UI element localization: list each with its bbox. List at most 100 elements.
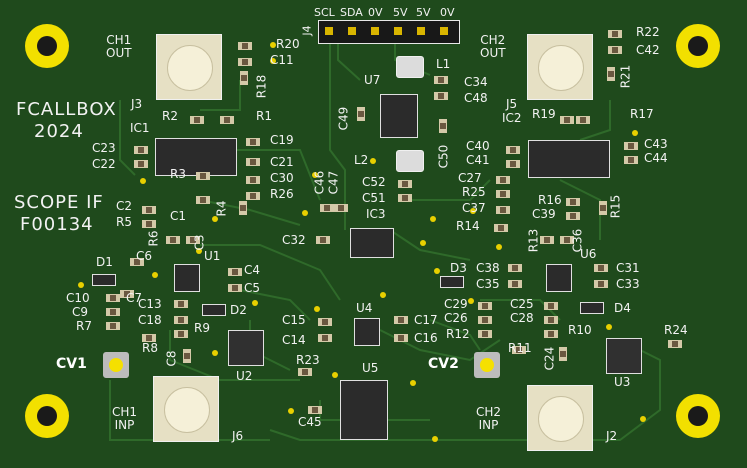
ref-c24: C24	[542, 346, 557, 371]
pin-header-j4[interactable]	[318, 20, 460, 44]
capacitor-c5	[228, 284, 242, 292]
ref-r26: R26	[270, 187, 294, 201]
trimpot-cv2[interactable]	[474, 352, 500, 378]
via	[468, 298, 474, 304]
jack-j2[interactable]	[527, 385, 593, 451]
ref-c5: C5	[244, 281, 261, 295]
capacitor-c33	[594, 280, 608, 288]
header-pin[interactable]	[348, 27, 356, 35]
capacitor-c19	[246, 138, 260, 146]
ref-r17: R17	[630, 107, 654, 121]
ref-r3: R3	[170, 167, 186, 181]
ref-r11: R11	[508, 341, 532, 355]
trimpot-cv1[interactable]	[103, 352, 129, 378]
ref-r20: R20	[276, 37, 300, 51]
ic-u5	[340, 380, 388, 440]
resistor-r13	[540, 236, 554, 244]
capacitor-c47	[334, 204, 348, 212]
mounting-hole	[676, 24, 720, 68]
ref-c19: C19	[270, 133, 294, 147]
ref-r4: R4	[214, 200, 229, 217]
capacitor-c49	[357, 107, 365, 121]
ref-j3: J3	[131, 97, 143, 111]
capacitor-c50	[439, 119, 447, 133]
ref-c40: C40	[466, 139, 490, 153]
jack-j6[interactable]	[153, 376, 219, 442]
ref-c9: C9	[72, 305, 89, 319]
ref-c38: C38	[476, 261, 500, 275]
jack-j3[interactable]	[156, 34, 222, 100]
resistor-r16	[566, 198, 580, 206]
capacitor-c1	[196, 196, 210, 204]
ref-j5: J5	[506, 97, 518, 111]
jack-j5[interactable]	[527, 34, 593, 100]
ref-c2: C2	[116, 199, 133, 213]
inductor-l1	[396, 56, 424, 78]
ref-u5: U5	[362, 361, 379, 375]
via	[434, 268, 440, 274]
ref-r10: R10	[568, 323, 592, 337]
ref-c1: C1	[170, 209, 187, 223]
capacitor-c43	[624, 142, 638, 150]
via	[270, 58, 276, 64]
via	[470, 208, 476, 214]
ref-c28: C28	[510, 311, 534, 325]
ref-c37: C37	[462, 201, 486, 215]
ref-c29: C29	[444, 297, 468, 311]
header-pin[interactable]	[371, 27, 379, 35]
resistor-r7	[106, 322, 120, 330]
ref-c17: C17	[414, 313, 438, 327]
header-label-scl: SCL	[314, 6, 335, 19]
via	[606, 324, 612, 330]
ref-c8: C8	[164, 350, 179, 367]
capacitor-c24	[559, 347, 567, 361]
mounting-hole	[676, 394, 720, 438]
header-pin[interactable]	[417, 27, 425, 35]
via	[432, 436, 438, 442]
ref-r24: R24	[664, 323, 688, 337]
capacitor-c32	[316, 236, 330, 244]
ref-c46: C46	[312, 170, 327, 195]
ref-r22: R22	[636, 25, 660, 39]
ref-c15: C15	[282, 313, 306, 327]
ref-ic2: IC2	[502, 111, 522, 125]
ref-r16: R16	[538, 193, 562, 207]
via	[370, 158, 376, 164]
header-pin[interactable]	[440, 27, 448, 35]
ref-c25: C25	[510, 297, 534, 311]
resistor-r19	[560, 116, 574, 124]
ref-d4: D4	[614, 301, 631, 315]
capacitor-c28	[544, 316, 558, 324]
resistor-r4	[239, 201, 247, 215]
header-label-5v: 5V	[393, 6, 408, 19]
via	[640, 416, 646, 422]
resistor-r24	[668, 340, 682, 348]
resistor-r22	[608, 30, 622, 38]
ref-r19: R19	[532, 107, 556, 121]
capacitor-c27	[496, 176, 510, 184]
ref-c43: C43	[644, 137, 668, 151]
ref-d3: D3	[450, 261, 467, 275]
ref-c45: C45	[298, 415, 322, 429]
resistor-r12	[478, 330, 492, 338]
capacitor-c11	[238, 58, 252, 66]
ref-r13: R13	[526, 228, 541, 253]
capacitor-c37	[496, 206, 510, 214]
ref-j2: J2	[606, 429, 618, 443]
ref-r6: R6	[146, 230, 161, 247]
ic-ic1	[155, 138, 237, 176]
ref-c18: C18	[138, 313, 162, 327]
label-cv2: CV2	[428, 356, 459, 372]
capacitor-c36	[560, 236, 574, 244]
via	[212, 216, 218, 222]
inductor-l2	[396, 150, 424, 172]
capacitor-c31	[594, 264, 608, 272]
header-pin[interactable]	[394, 27, 402, 35]
header-pin[interactable]	[325, 27, 333, 35]
resistor-r23	[298, 368, 312, 376]
ref-c50: C50	[436, 144, 451, 169]
ref-c44: C44	[644, 151, 668, 165]
ic-u2	[228, 330, 264, 366]
